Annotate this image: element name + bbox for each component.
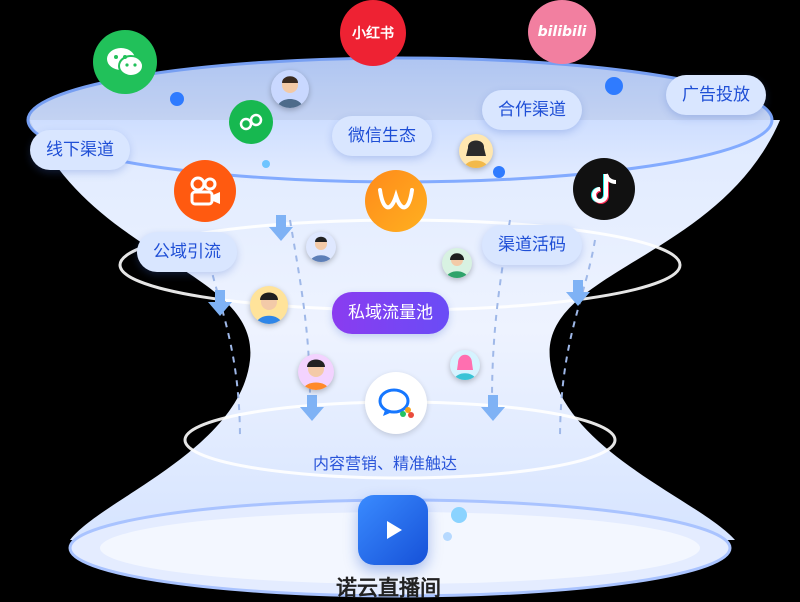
avatar [306,232,336,262]
decor-dot [170,92,184,106]
wecom-icon [365,372,427,434]
brand-w-icon [365,170,427,232]
decor-dot [605,77,623,95]
node-private-pool: 私域流量池 [332,292,449,334]
kuaishou-icon [174,160,236,222]
node-offline-channel: 线下渠道 [30,130,130,170]
node-channel-live-code: 渠道活码 [482,225,582,265]
decor-dot [443,532,452,541]
node-public-traffic: 公域引流 [137,232,237,272]
avatar [442,248,472,278]
xiaohongshu-label: 小红书 [352,26,394,42]
mini-program-icon [229,100,273,144]
decor-dot [451,507,467,523]
content-marketing-caption: 内容营销、精准触达 [313,454,458,473]
node-ad-placement: 广告投放 [666,75,766,115]
avatar [459,134,493,168]
avatar [271,70,309,108]
decor-dot [262,160,270,168]
xiaohongshu-icon: 小红书 [340,0,406,66]
wechat-icon [93,30,157,94]
node-cooperation-channel: 合作渠道 [482,90,582,130]
node-wechat-ecosystem: 微信生态 [332,116,432,156]
live-play-icon [358,495,428,565]
bilibili-label: bilibili [537,24,587,40]
brand-title: 诺云直播间 [336,576,441,600]
decor-dot [493,166,505,178]
avatar [450,350,480,380]
bilibili-icon: bilibili [528,0,596,64]
avatar [298,354,334,390]
douyin-icon [573,158,635,220]
avatar [250,286,288,324]
